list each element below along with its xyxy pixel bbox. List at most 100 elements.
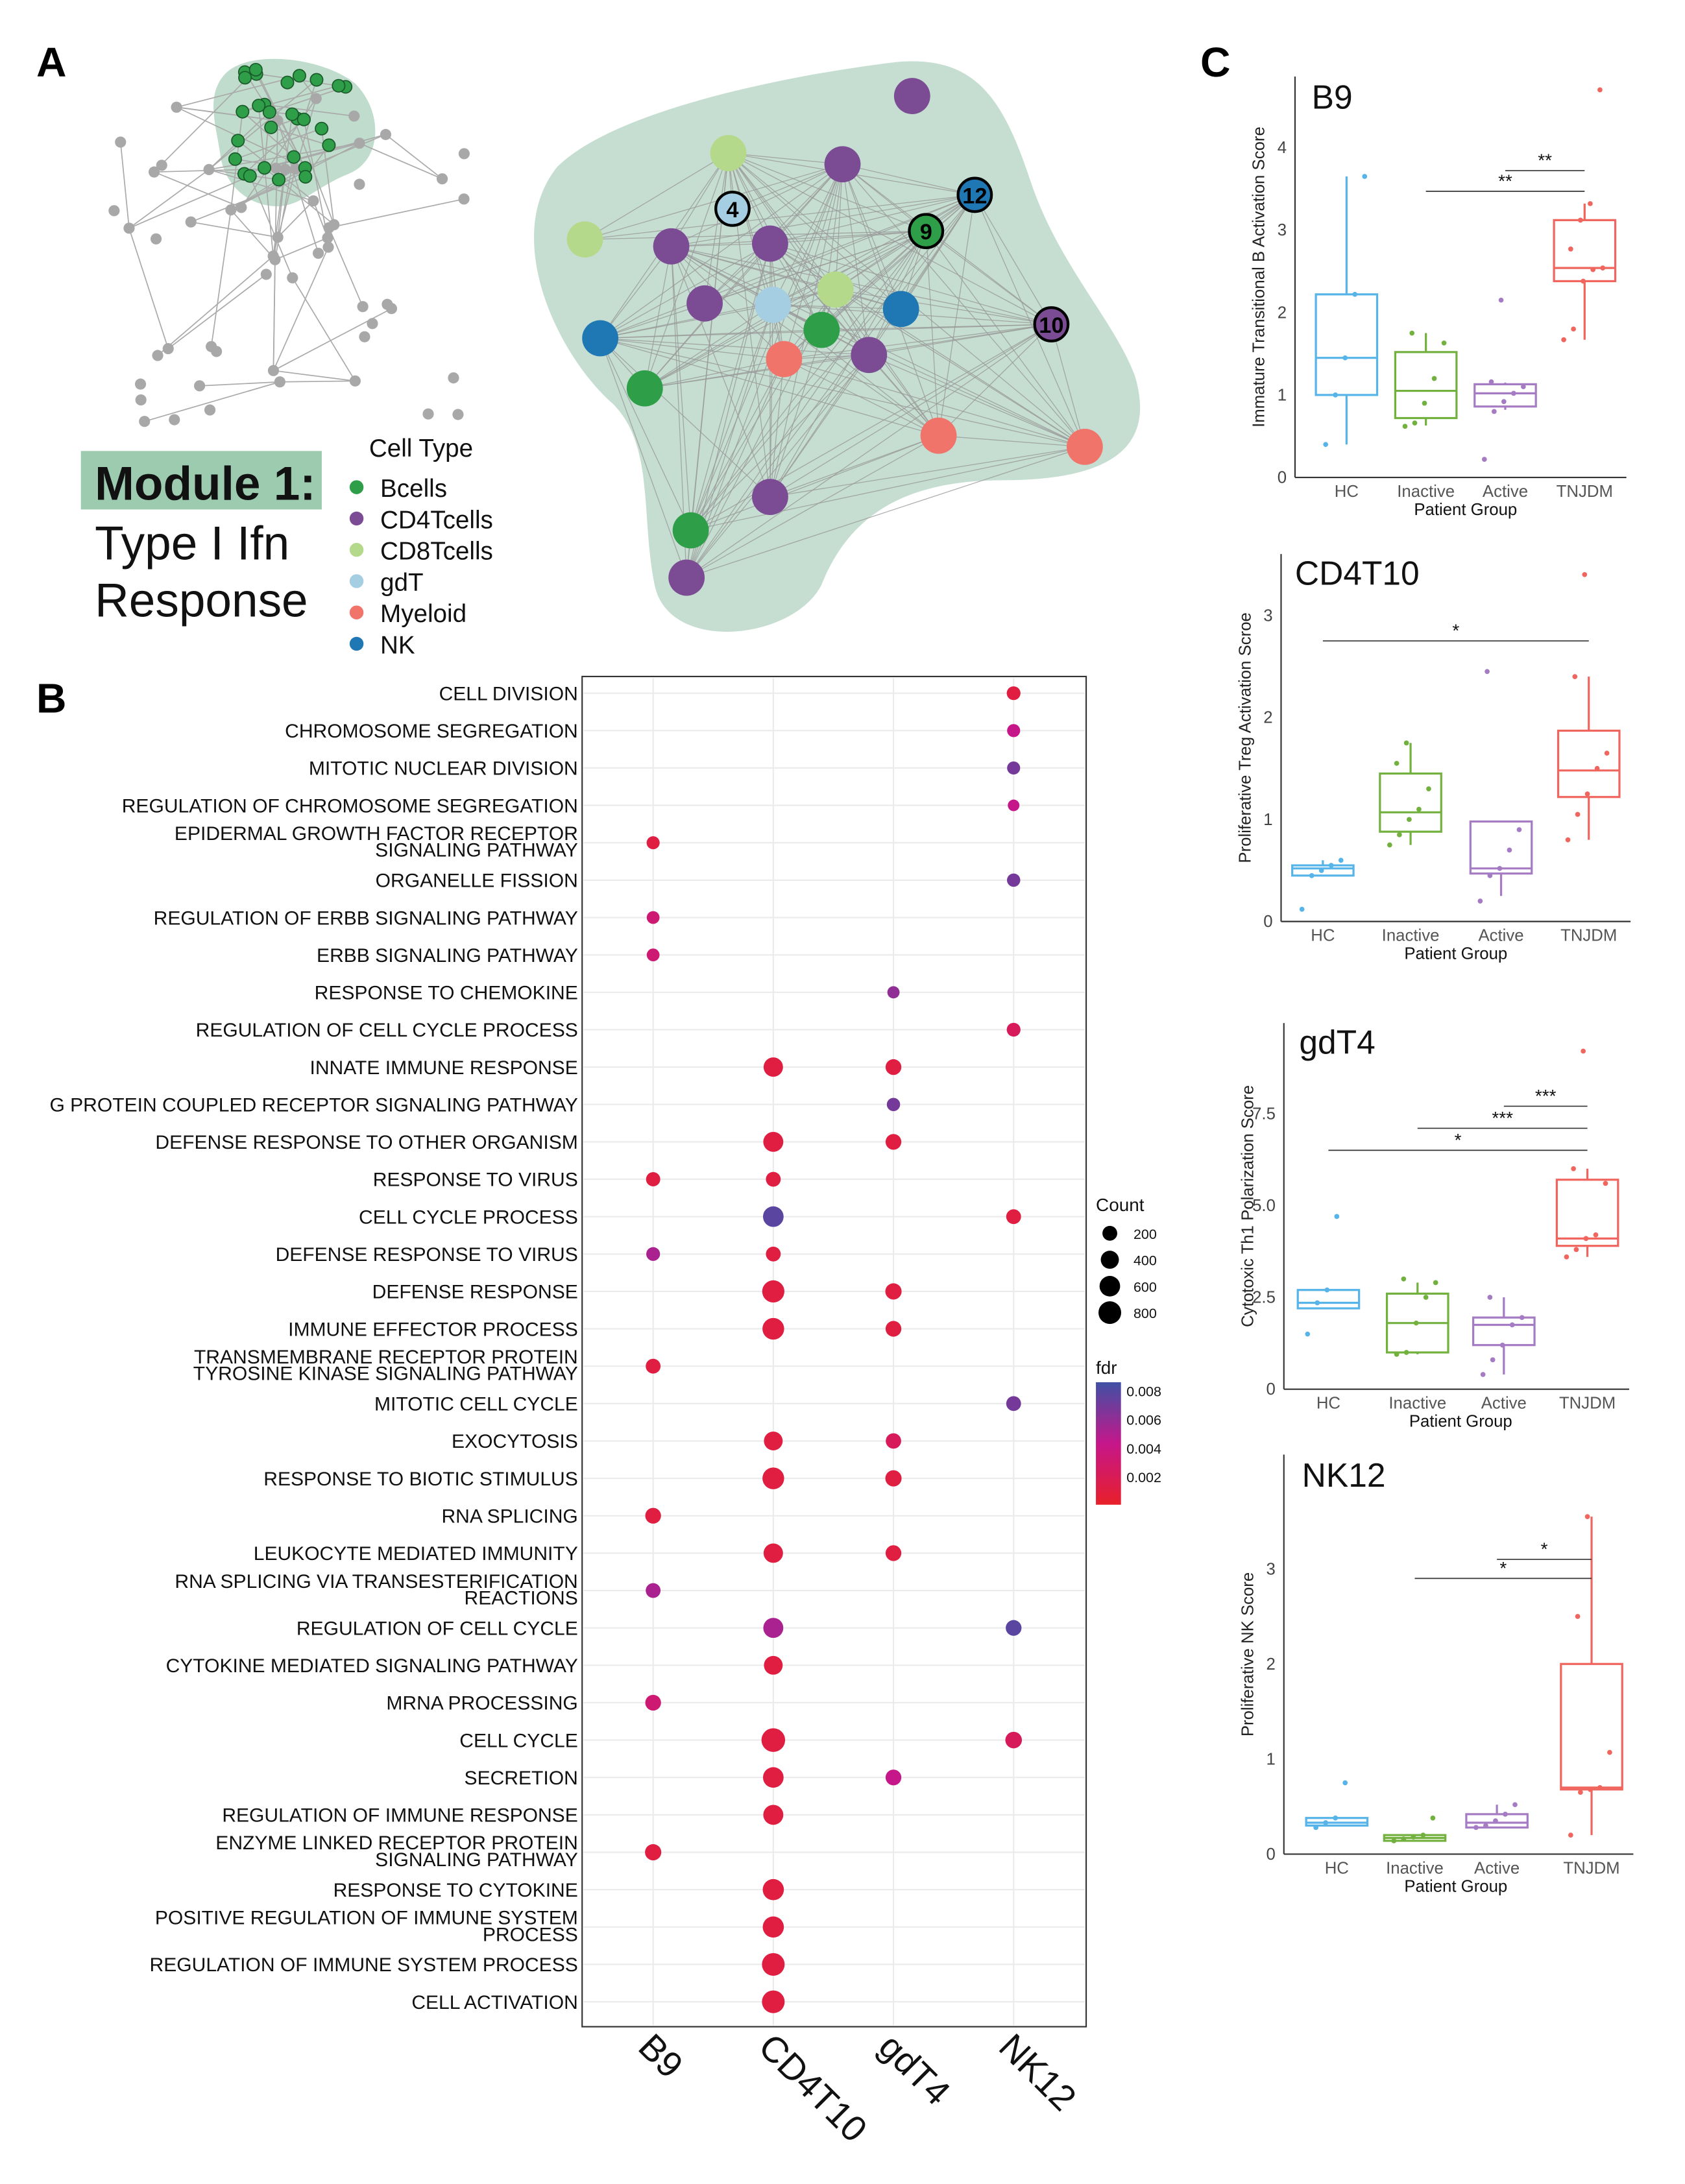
network-node	[185, 216, 197, 228]
box	[1472, 1316, 1536, 1347]
term-label: REGULATION OF CELL CYCLE PROCESS	[196, 1020, 578, 1041]
module-node	[287, 150, 301, 164]
network-edge	[264, 104, 354, 117]
network-edge	[728, 152, 869, 355]
network-node-myeloid	[766, 341, 803, 378]
dot-gdt4	[885, 1059, 902, 1075]
network-node	[436, 173, 448, 185]
dot-gdt4	[885, 1283, 902, 1300]
data-point	[1402, 424, 1408, 429]
y-tick-label: 0	[1263, 913, 1272, 931]
term-label: ORGANELLE FISSION	[376, 870, 578, 892]
box-active	[1465, 1802, 1529, 1830]
network-edge	[925, 230, 1085, 448]
network-edge	[704, 152, 729, 304]
node-circle	[956, 176, 993, 213]
term-label: CELL CYCLE PROCESS	[359, 1206, 578, 1228]
data-point	[1352, 291, 1358, 297]
network-edge	[770, 194, 975, 245]
data-point	[1503, 1811, 1508, 1817]
y-tick-label: 2	[1278, 304, 1287, 322]
term-label: REGULATION OF ERBB SIGNALING PATHWAY	[154, 907, 578, 929]
term-label: RESPONSE TO CYTOKINE	[333, 1880, 578, 1901]
box-inactive	[1379, 740, 1442, 848]
network-node	[139, 416, 151, 427]
network-edge	[869, 354, 1085, 448]
fdr-tick-label: 0.008	[1126, 1384, 1161, 1399]
term-label: CYTOKINE MEDIATED SIGNALING PATHWAY	[166, 1655, 578, 1677]
network-node	[169, 414, 180, 426]
size-legend-label: 400	[1133, 1253, 1157, 1269]
network-edge	[1050, 324, 1085, 448]
cell-type-label: Bcells	[380, 475, 447, 503]
data-point	[1403, 1350, 1409, 1355]
data-point	[1568, 246, 1573, 252]
network-node	[382, 298, 393, 310]
network-node	[308, 195, 319, 207]
node-circle	[803, 311, 840, 348]
cell-type-label: CD8Tcells	[380, 538, 493, 566]
significance-label: *	[1499, 1558, 1507, 1578]
network-edge	[328, 227, 363, 307]
network-edge	[842, 163, 1085, 448]
data-point	[1588, 201, 1593, 206]
network-edge	[273, 259, 276, 371]
network-edge	[686, 354, 869, 578]
network-edge	[600, 329, 822, 339]
network-edge	[842, 163, 975, 196]
network-edge	[273, 370, 356, 382]
small-network	[108, 58, 470, 427]
network-node	[134, 378, 147, 390]
y-tick-label: 1	[1267, 1750, 1276, 1768]
dot-gdt4	[885, 1470, 902, 1487]
data-point	[1584, 791, 1590, 797]
dot-gdt4	[886, 1433, 901, 1449]
x-axis-label: Patient Group	[1404, 945, 1507, 963]
size-legend-dot	[1102, 1225, 1117, 1241]
network-node-cd4tcells	[686, 285, 723, 322]
data-point	[1477, 898, 1483, 904]
network-edge	[119, 141, 130, 228]
data-point	[1342, 1780, 1348, 1786]
dot-cd4t10	[763, 1618, 784, 1638]
x-tick-label: Active	[1483, 483, 1528, 501]
network-edge	[208, 79, 317, 171]
cell-type-swatch-cd8tcells	[349, 542, 364, 557]
data-point	[1342, 355, 1348, 361]
network-node-gdt: 4	[714, 190, 751, 227]
module-node	[262, 105, 276, 119]
data-point	[1394, 760, 1400, 766]
network-node	[267, 250, 279, 262]
network-edge	[600, 194, 975, 339]
network-edge	[783, 164, 843, 359]
data-point	[1604, 750, 1610, 756]
box-tnjdm	[1557, 571, 1621, 843]
box	[1315, 293, 1379, 396]
data-point	[1305, 1331, 1311, 1337]
x-tick-label: Inactive	[1382, 927, 1440, 945]
network-node	[458, 193, 470, 205]
network-edge	[670, 246, 692, 531]
node-circle	[851, 337, 888, 374]
dot-cd4t10	[762, 1990, 785, 2013]
column-label: NK12	[991, 2026, 1084, 2118]
data-point	[1483, 1823, 1488, 1829]
node-circle	[824, 146, 861, 183]
network-edge	[770, 243, 1052, 325]
network-edge	[128, 228, 169, 349]
panel-letter-a: A	[36, 39, 66, 86]
network-edge	[154, 171, 242, 208]
network-node	[272, 232, 284, 243]
dot-cd4t10	[764, 1655, 783, 1675]
network-edge	[671, 246, 784, 360]
dot-cd4t10	[762, 1878, 784, 1901]
data-point	[1590, 267, 1596, 272]
size-legend-dot	[1100, 1251, 1119, 1269]
dot-cd4t10	[763, 1131, 784, 1152]
dot-cd4t10	[763, 1805, 784, 1825]
